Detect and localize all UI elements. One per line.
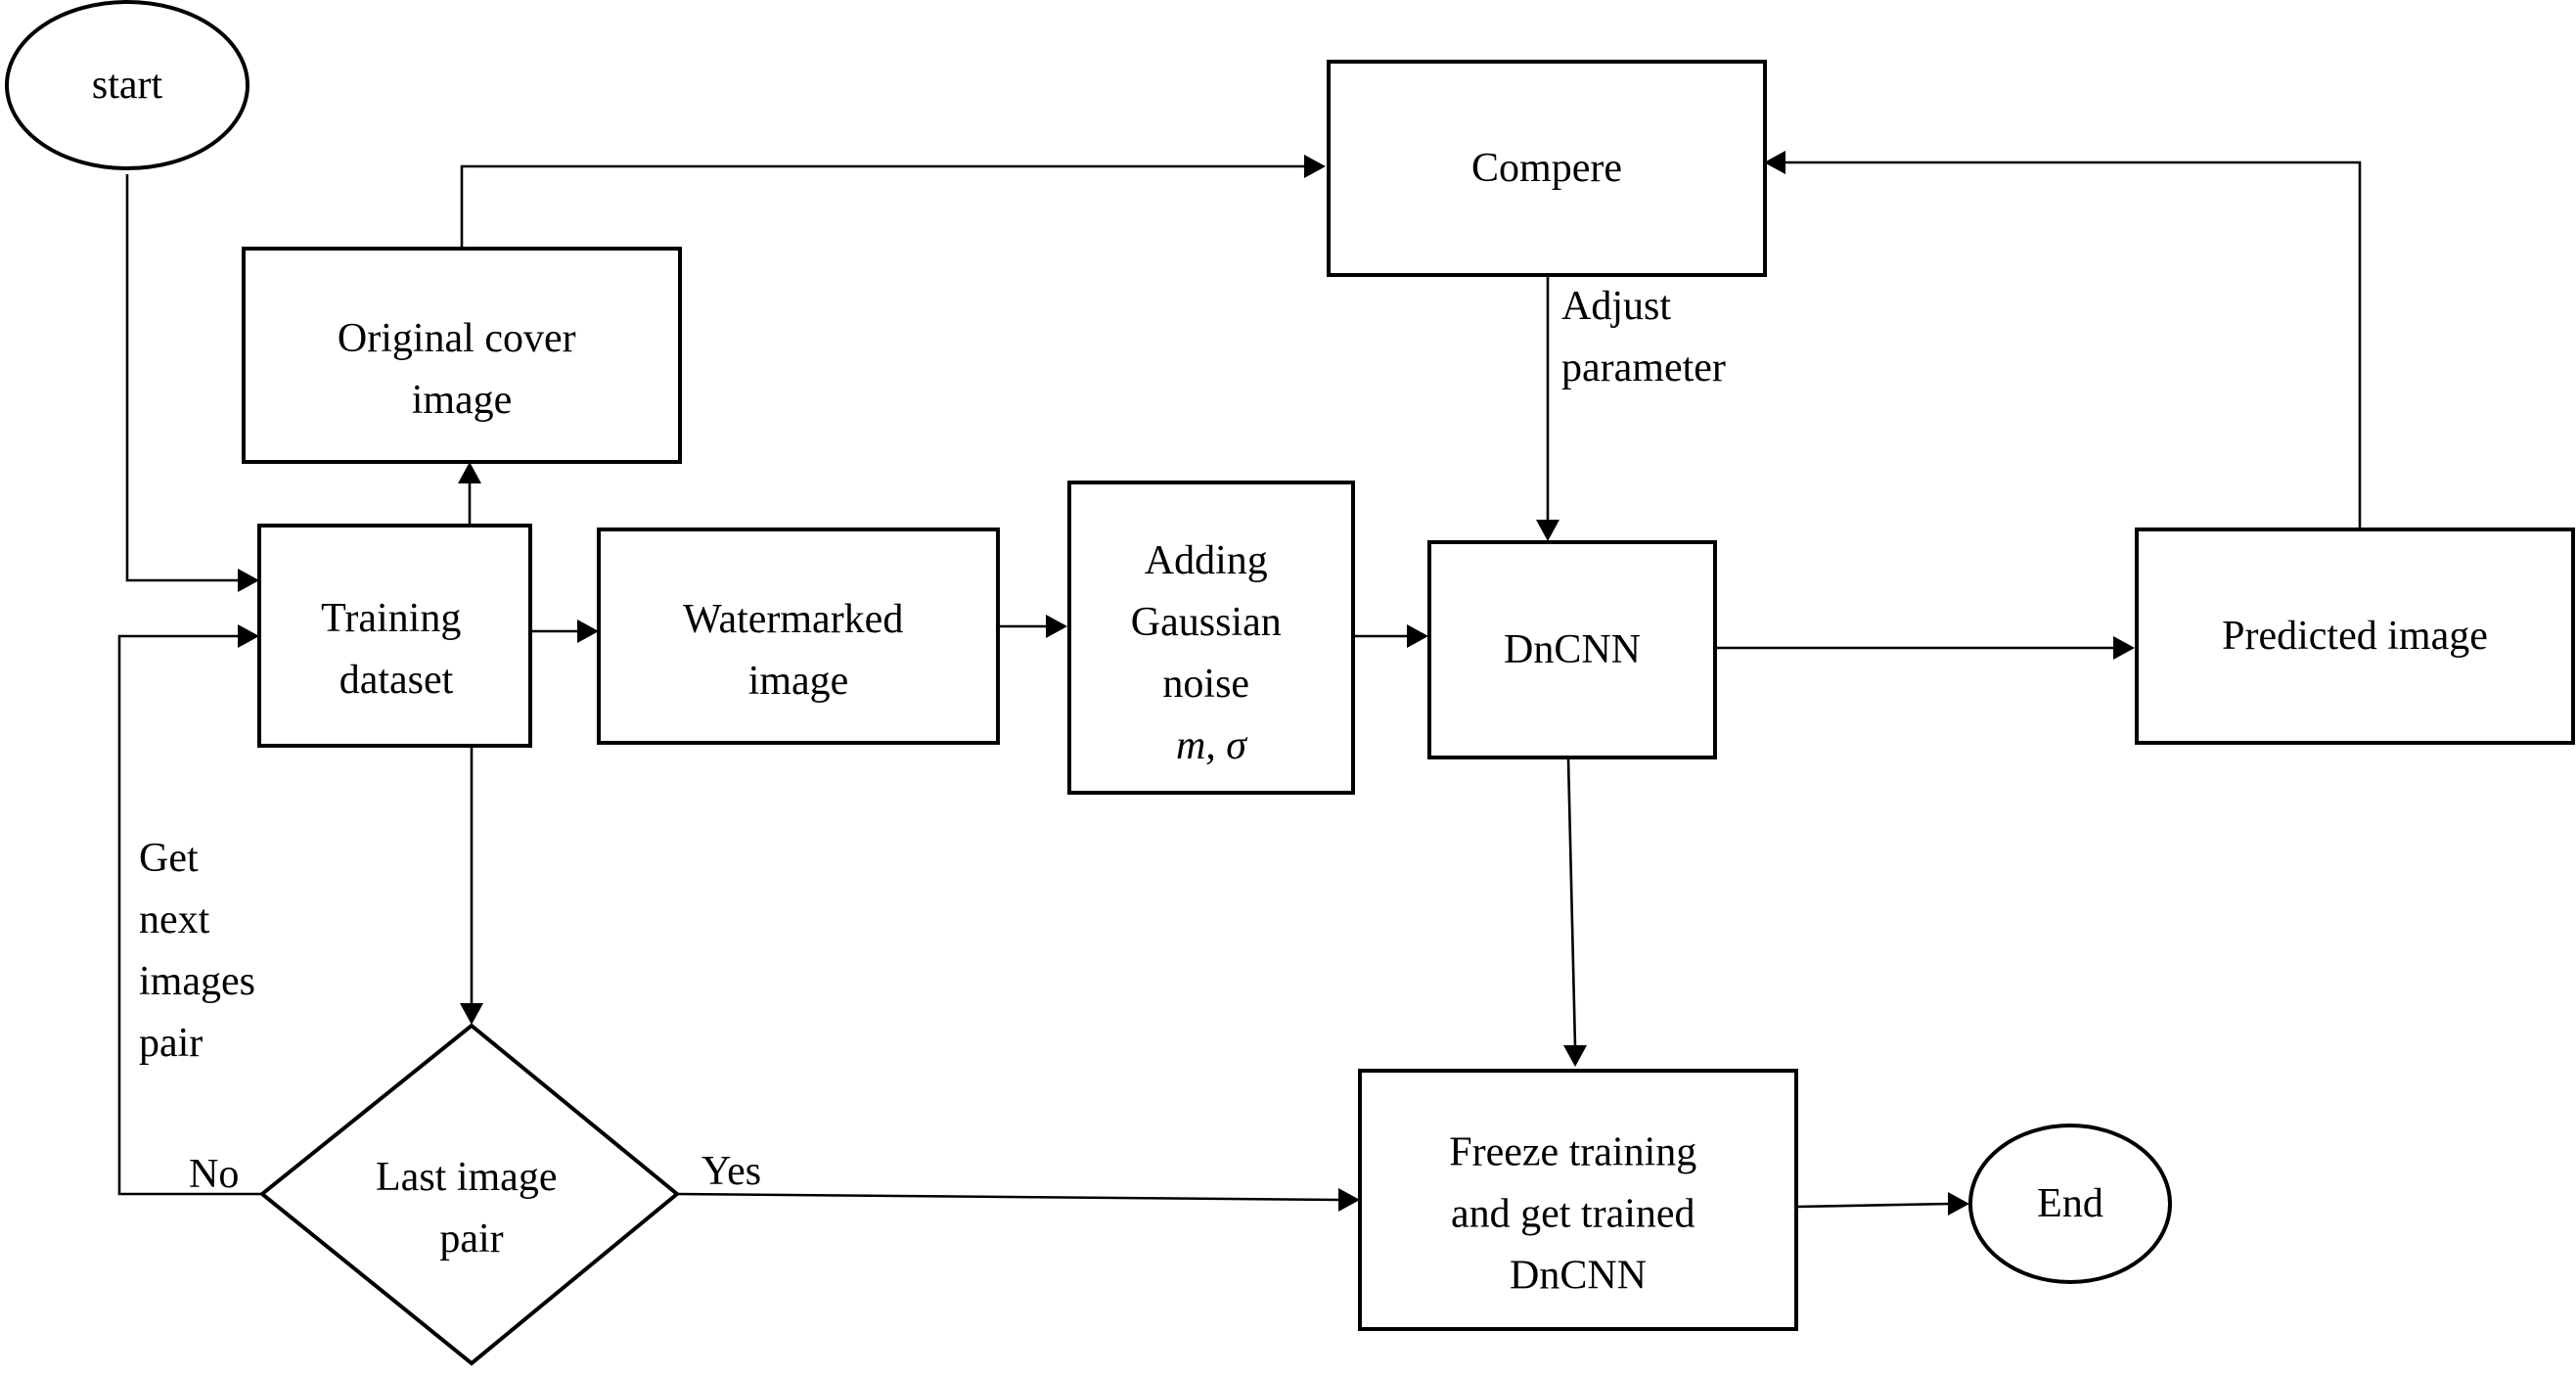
edge-decision-yes <box>676 1192 1341 1202</box>
arrowhead <box>238 569 259 592</box>
freeze-label: Freeze training and get trained DnCNN <box>1449 1129 1707 1298</box>
compere-label: Compere <box>1471 146 1622 191</box>
last-image-pair-label: Last image pair <box>376 1155 567 1262</box>
edge-original-to-compere <box>460 164 1306 249</box>
arrowhead <box>458 462 481 483</box>
arrowhead <box>1407 624 1428 648</box>
start-node: start <box>5 0 249 170</box>
arrowhead <box>1764 151 1785 174</box>
original-cover-label: Original cover image <box>338 316 586 423</box>
arrowhead <box>238 624 259 648</box>
arrowhead <box>1536 520 1559 541</box>
get-next-images-pair-label: Get next images pair <box>139 836 265 1066</box>
training-dataset-node: Training dataset <box>257 524 532 748</box>
adjust-parameter-label: Adjust parameter <box>1561 284 1726 390</box>
arrowhead <box>2113 636 2135 660</box>
predicted-label: Predicted image <box>2222 614 2488 659</box>
adding-noise-label: Adding Gaussian noise m, σ <box>1131 538 1291 768</box>
end-node: End <box>1968 1124 2172 1284</box>
start-label: start <box>92 63 163 108</box>
arrowhead <box>1563 1045 1587 1067</box>
arrowhead <box>1046 615 1067 638</box>
edge-labels: Adjust parameter Get next images pair No… <box>139 284 1726 1197</box>
edge-freeze-to-end <box>1795 1202 1951 1209</box>
edge-predicted-to-compere <box>1784 161 2362 529</box>
adding-gaussian-noise-node: Adding Gaussian noise m, σ <box>1067 481 1355 795</box>
yes-label: Yes <box>701 1149 761 1194</box>
end-label: End <box>2037 1181 2103 1226</box>
watermarked-label: Watermarked image <box>683 597 914 704</box>
edge-decision-no-loop <box>117 634 262 1196</box>
dncnn-node: DnCNN <box>1427 540 1717 759</box>
training-dataset-label: Training dataset <box>321 596 472 703</box>
arrowhead <box>1304 155 1326 178</box>
arrowhead <box>1948 1192 1969 1216</box>
freeze-training-node: Freeze training and get trained DnCNN <box>1358 1069 1798 1331</box>
arrowhead <box>577 620 599 643</box>
no-label: No <box>189 1152 239 1197</box>
edge-start-to-training <box>125 174 240 582</box>
edges <box>117 151 2362 1216</box>
arrowhead <box>1338 1188 1360 1212</box>
edge-dncnn-to-freeze <box>1566 757 1577 1048</box>
last-image-pair-decision: Last image pair <box>258 1023 681 1366</box>
original-cover-image-node: Original cover image <box>242 247 682 464</box>
watermarked-image-node: Watermarked image <box>597 528 1000 745</box>
arrowhead <box>460 1003 483 1025</box>
predicted-image-node: Predicted image <box>2135 528 2575 745</box>
compere-node: Compere <box>1327 60 1767 277</box>
dncnn-label: DnCNN <box>1504 627 1641 672</box>
